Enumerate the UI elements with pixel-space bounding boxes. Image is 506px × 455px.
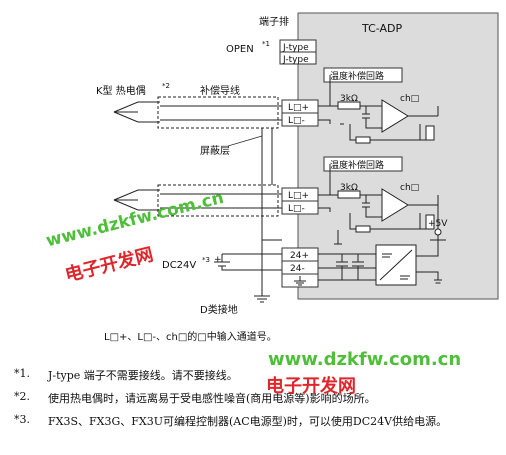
plus-5v-label: +5V <box>428 219 448 229</box>
resistor-1-label: 3kΩ <box>340 94 358 104</box>
footnote-3-text: FX3S、FX3G、FX3U可编程控制器(AC电源型)时，可以使用DC24V供给… <box>48 415 448 428</box>
jtype-label-1: J-type <box>282 43 309 53</box>
terminal-l-plus-1-label: L□+ <box>288 103 309 113</box>
shield-ground-wires <box>254 128 282 303</box>
compensation-circuit-2 <box>323 156 403 172</box>
footnote-2-text: 使用热电偶时，请远离易于受电感性噪音(商用电源等)影响的场所。 <box>48 392 376 405</box>
terminal-block-label: 端子排 <box>259 15 289 28</box>
jtype-terminal-2 <box>279 51 317 65</box>
terminal-24-minus-label: 24- <box>290 264 305 274</box>
compensation-circuit-1 <box>323 67 403 83</box>
power-circuit <box>318 205 446 286</box>
resistor-2-label: 3kΩ <box>340 183 358 193</box>
dc24v-label: DC24V <box>162 260 196 271</box>
terminal-l-plus-2-label: L□+ <box>288 191 309 201</box>
module-title: TC-ADP <box>361 22 402 35</box>
channel-legend: L□+、L□-、ch□的□中输入通道号。 <box>104 330 277 343</box>
compensation-circuit-2-label: 温度补偿回路 <box>330 159 384 171</box>
channel-2-label: ch□ <box>400 183 419 193</box>
open-note-marker: *1 <box>262 40 270 48</box>
footnote-1-text: J-type 端子不需要接线。请不要接线。 <box>48 369 238 382</box>
thermocouple-2-symbol <box>113 189 160 211</box>
channel-1-circuit <box>318 75 439 144</box>
thermocouple-1-symbol <box>113 101 160 123</box>
terminal-l-minus-1-label: L□- <box>288 116 305 126</box>
watermark-name-2: 电子开发网 <box>266 376 356 397</box>
open-label: OPEN <box>226 44 254 55</box>
dc24v-plus-sign: + <box>214 255 222 265</box>
dc24v-note-marker: *3 <box>202 256 210 264</box>
compensation-circuit-1-label: 温度补偿回路 <box>330 70 384 82</box>
shield-label: 屏蔽层 <box>200 145 230 157</box>
k-thermocouple-note-marker: *2 <box>162 82 170 90</box>
footnote-3-number: *3. <box>14 413 30 426</box>
channel-1-label: ch□ <box>400 94 419 104</box>
footnote-1-number: *1. <box>14 367 30 380</box>
compensation-wire-label: 补偿导线 <box>200 84 240 97</box>
terminal-24-plus-label: 24+ <box>290 251 309 261</box>
footnote-2-number: *2. <box>14 390 30 403</box>
ground-label: D类接地 <box>200 303 238 316</box>
terminal-ground-symbol <box>294 276 306 286</box>
terminal-l-minus-2-label: L□- <box>288 204 305 214</box>
k-thermocouple-label: K型 热电偶 <box>96 84 146 97</box>
dc24v-source <box>214 253 282 271</box>
shielded-cable-1 <box>157 96 282 129</box>
channel-2-circuit <box>318 164 439 233</box>
jtype-label-2: J-type <box>282 55 309 65</box>
watermark-url-2: www.dzkfw.com.cn <box>268 349 462 370</box>
